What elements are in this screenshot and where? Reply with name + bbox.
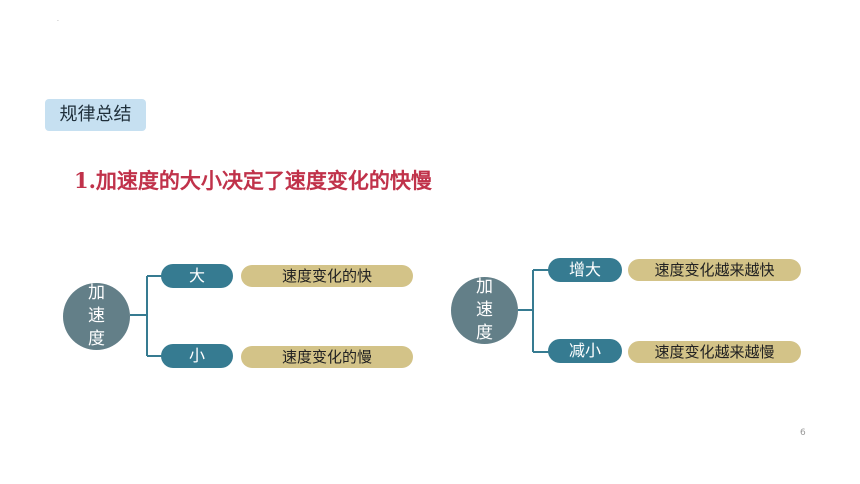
right-center-char: 速 (476, 300, 493, 320)
right-center-char: 度 (476, 323, 493, 343)
right-center-char: 加 (476, 277, 493, 297)
left-center-node: 加 速 度 (63, 283, 130, 350)
section-tag: 规律总结 (45, 99, 146, 131)
right-branch-result-slower: 速度变化越来越慢 (628, 341, 801, 363)
right-branch-label-increase: 增大 (548, 258, 622, 282)
right-branch-result-faster: 速度变化越来越快 (628, 259, 801, 281)
right-branch-label-decrease: 减小 (548, 339, 622, 363)
left-branch-label-small: 小 (161, 344, 233, 368)
left-branch-result-slow: 速度变化的慢 (241, 346, 413, 368)
left-branch-result-fast: 速度变化的快 (241, 265, 413, 287)
right-center-node: 加 速 度 (451, 277, 518, 344)
left-center-char: 度 (88, 329, 105, 349)
slide-heading: 1.加速度的大小决定了速度变化的快慢 (74, 168, 432, 193)
left-branch-label-large: 大 (161, 264, 233, 288)
page-number: 6 (800, 428, 806, 438)
left-center-char: 加 (88, 283, 105, 303)
left-center-char: 速 (88, 306, 105, 326)
corner-mark: . (57, 16, 59, 23)
